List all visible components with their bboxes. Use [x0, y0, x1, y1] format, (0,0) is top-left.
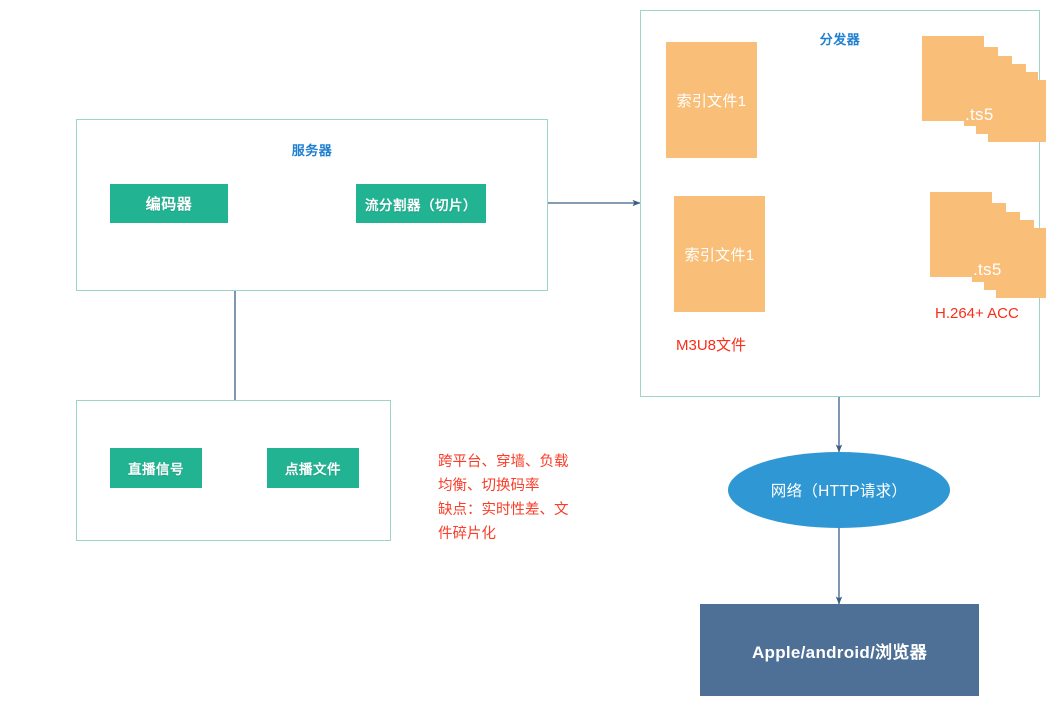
live-signal-box[interactable]: 直播信号 [110, 448, 202, 488]
network-ellipse[interactable]: 网络（HTTP请求） [728, 452, 950, 528]
ts-card [922, 36, 984, 121]
encoder-box[interactable]: 编码器 [110, 184, 228, 223]
index-file-box-2[interactable]: 索引文件1 [674, 196, 765, 312]
clients-box[interactable]: Apple/android/浏览器 [700, 604, 979, 696]
ts-segment-label-2: .ts5 [973, 260, 1002, 279]
vod-file-label: 点播文件 [285, 462, 341, 477]
distributor-panel-title: 分发器 [819, 32, 861, 47]
segmenter-box[interactable]: 流分割器（切片） [356, 184, 486, 223]
ts-segment-label-1: .ts5 [965, 105, 994, 124]
segmenter-label: 流分割器（切片） [365, 197, 477, 213]
index-file-label-2: 索引文件1 [684, 246, 755, 264]
server-panel-title: 服务器 [291, 143, 333, 158]
encoder-label: 编码器 [145, 196, 193, 213]
clients-label: Apple/android/浏览器 [751, 642, 928, 662]
ts-card [930, 192, 992, 277]
advantages-note: 跨平台、穿墙、负载 均衡、切换码率 缺点：实时性差、文 件碎片化 [438, 454, 569, 542]
live-signal-label: 直播信号 [128, 462, 184, 477]
index-file-box-1[interactable]: 索引文件1 [666, 42, 757, 158]
vod-file-box[interactable]: 点播文件 [267, 448, 359, 488]
ts-segment-stack-2[interactable] [930, 192, 1046, 302]
ts-segment-stack-1[interactable] [922, 36, 1046, 146]
codec-label: H.264+ ACC [935, 305, 1019, 322]
index-file-label-1: 索引文件1 [676, 92, 747, 110]
network-label: 网络（HTTP请求） [770, 483, 908, 500]
m3u8-label: M3U8文件 [676, 337, 747, 354]
